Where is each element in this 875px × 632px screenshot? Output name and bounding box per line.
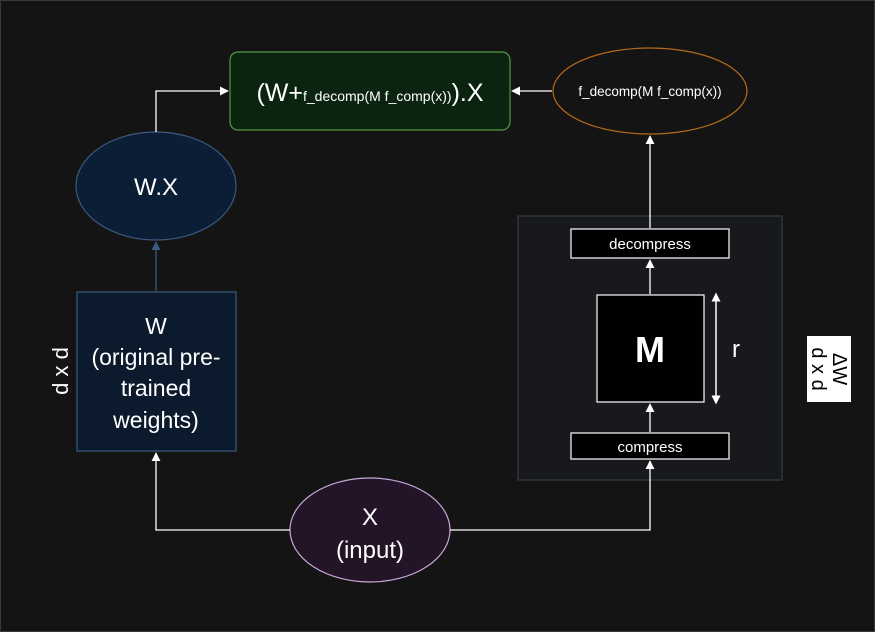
m-label: M <box>635 329 665 370</box>
delta-w-label-group: ΔW d x d <box>807 336 851 402</box>
delta-w-label: ΔW <box>828 353 850 385</box>
arrow-x-to-w <box>151 452 290 531</box>
m-box <box>596 294 705 403</box>
w-box-line-1: W <box>145 313 167 339</box>
decompress-label: decompress <box>609 236 691 253</box>
output-box <box>229 51 511 131</box>
decompress-box <box>570 228 730 259</box>
decomp-ellipse-label: f_decomp(M f_comp(x)) <box>578 84 721 99</box>
w-box-line-2: (original pre- <box>91 344 220 370</box>
output-inner: f_decomp(M f_comp(x)) <box>303 88 452 104</box>
output-prefix: (W+ <box>256 79 303 107</box>
compress-label: compress <box>617 439 682 456</box>
x-input-line-1: X <box>362 504 378 531</box>
delta-w-label-bg <box>807 336 851 402</box>
output-suffix: ).X <box>452 79 484 107</box>
arrow-wx-to-output <box>155 86 229 132</box>
compress-box <box>570 432 730 460</box>
arrow-x-to-compress <box>450 460 655 531</box>
delta-w-dimension: d x d <box>807 347 829 390</box>
wx-label: W.X <box>134 174 178 201</box>
w-box <box>76 291 237 452</box>
w-box-line-3: trained <box>121 375 191 401</box>
output-label: (W+f_decomp(M f_comp(x))).X <box>256 79 483 107</box>
x-input-line-2: (input) <box>336 537 404 564</box>
w-dimension-label: d x d <box>48 347 73 395</box>
decomp-ellipse <box>552 47 748 135</box>
r-label: r <box>732 336 740 363</box>
w-box-line-4: weights) <box>112 407 199 433</box>
